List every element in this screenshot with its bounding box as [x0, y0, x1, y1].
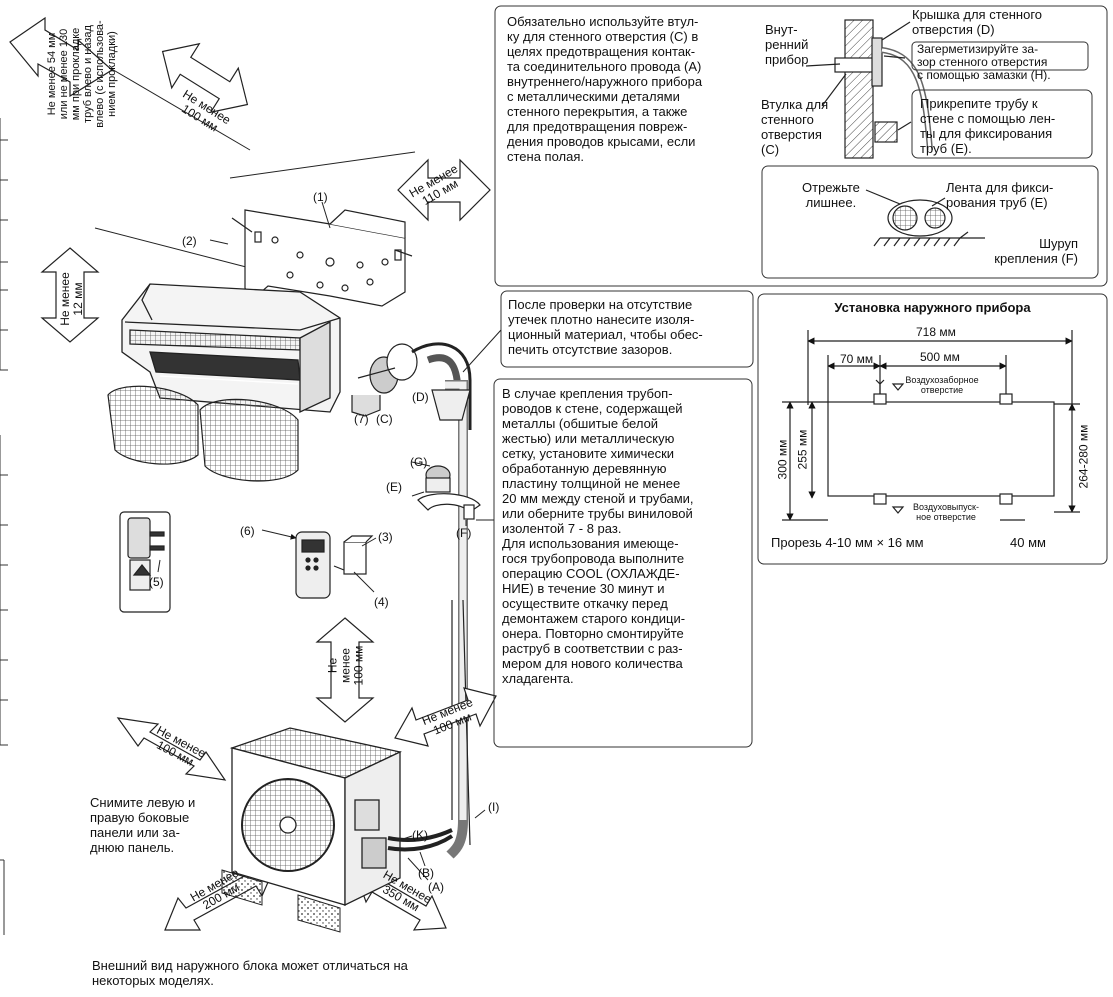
arrow-outdoor-top	[315, 617, 375, 723]
leader-p6	[261, 529, 297, 540]
arrow-bottom-12	[40, 247, 100, 343]
outlet-label: Воздуховыпуск- ное отверстие	[913, 502, 979, 522]
cut-excess-label: Отрежьте лишнее.	[802, 180, 860, 210]
fix-pipe-note-box	[911, 89, 1093, 159]
indoor-unit	[121, 283, 341, 414]
outdoor-base-blocks	[221, 869, 341, 933]
part-C: (C)	[376, 412, 393, 426]
leader-pA	[407, 857, 429, 881]
leader-bottom	[94, 227, 251, 269]
part-3: (3)	[378, 530, 393, 544]
dim-264-280: 264-280 мм	[1076, 424, 1091, 489]
wall-cover-label: Крышка для стенного отверстия (D)	[912, 7, 1043, 37]
intake-label: Воздухозаборное отверстие	[905, 375, 979, 395]
part-1: (1)	[313, 190, 328, 204]
outdoor-install-panel	[757, 293, 1108, 565]
dim-500: 500 мм	[920, 350, 960, 364]
mounting-plate	[231, 209, 413, 307]
tape-label: Лента для фикси- рования труб (E)	[946, 180, 1054, 210]
outdoor-unit	[229, 727, 454, 907]
part-I: (I)	[488, 800, 500, 814]
arrow-outdoor-right	[394, 687, 497, 747]
dim-255: 255 мм	[795, 429, 810, 470]
leader-p4	[353, 571, 375, 593]
screw-label: Шуруп крепления (F)	[994, 236, 1078, 266]
insulation-note-box	[500, 290, 754, 368]
part-6: (6)	[240, 524, 255, 538]
part-4: (4)	[374, 595, 389, 609]
insulation-note: После проверки на отсутствие утечек плот…	[508, 297, 703, 357]
leader-pE	[411, 491, 425, 497]
pipe-tape-detail	[865, 189, 985, 247]
clearance-arrows-outdoor	[116, 617, 497, 931]
clearance-arrows-indoor	[9, 16, 491, 343]
indoor-unit-label: Внут- ренний прибор	[765, 22, 809, 67]
part-G: (G)	[410, 455, 428, 469]
clearance-left-side: Не менее 54 мм или не менее 130 мм при п…	[46, 20, 118, 128]
part-K: (K)	[412, 828, 428, 842]
leader-pB	[419, 851, 426, 867]
slot-label: Прорезь 4-10 мм × 16 мм	[771, 535, 924, 550]
outdoor-plan-drawing	[782, 330, 1080, 521]
leader-p5	[157, 559, 161, 573]
arrow-left-side	[9, 16, 114, 98]
remote-in-holder	[119, 511, 171, 613]
part-D: (D)	[412, 390, 429, 404]
wall-sleeve-panel	[494, 5, 1108, 287]
left-edge-table	[0, 118, 8, 935]
appearance-note: Внешний вид наружного блока может отлича…	[92, 958, 408, 988]
leader-pI	[474, 809, 486, 819]
fix-pipe-note: Прикрепите трубу к стене с помощью лен- …	[920, 96, 1056, 156]
seal-note-box	[911, 41, 1089, 71]
arrow-outdoor-left	[116, 717, 227, 781]
pipe-clamp	[417, 465, 481, 520]
wall-sleeve-note: Обязательно используйте втул- ку для сте…	[507, 14, 703, 164]
part-B: (B)	[418, 866, 434, 880]
leader-p1	[321, 201, 331, 229]
arrow-right	[397, 158, 491, 222]
seal-note: Загерметизируйте за- зор стенного отверс…	[917, 42, 1051, 82]
leader-pK	[399, 835, 413, 841]
pipe-assembly	[351, 342, 472, 859]
part-5: (5)	[149, 575, 164, 589]
part-E: (E)	[386, 480, 402, 494]
arrow-top	[161, 42, 249, 114]
outdoor-install-title: Установка наружного прибора	[834, 300, 1031, 315]
part-7: (7)	[354, 412, 369, 426]
dim-718: 718 мм	[916, 325, 956, 339]
clearance-bottom: Не менее 12 мм	[58, 272, 85, 326]
dim-300: 300 мм	[775, 439, 790, 480]
leader-insulation	[462, 329, 502, 373]
leader-p2	[209, 239, 229, 245]
air-filters	[107, 385, 299, 482]
leader-p3	[361, 537, 377, 547]
wall-sleeve-label: Втулка для стенного отверстия (C)	[761, 97, 829, 157]
dim-40: 40 мм	[1010, 535, 1046, 550]
metal-wall-note-box	[493, 378, 753, 748]
panels-note: Снимите левую и правую боковые панели ил…	[90, 795, 196, 855]
remote-control	[295, 531, 374, 599]
clearance-outdoor-top: Не менее 100 мм	[325, 645, 366, 686]
part-A: (A)	[428, 880, 444, 894]
leader-top	[229, 151, 416, 179]
leader-left-side	[109, 67, 251, 151]
pipe-tape-panel	[761, 165, 1099, 279]
dim-70: 70 мм	[840, 352, 874, 366]
part-F: (F)	[456, 526, 472, 540]
leader-pG	[411, 461, 431, 467]
wall-section-detail	[805, 19, 933, 159]
metal-wall-note: В случае крепления трубоп- роводов к сте…	[502, 386, 694, 686]
part-2: (2)	[182, 234, 197, 248]
